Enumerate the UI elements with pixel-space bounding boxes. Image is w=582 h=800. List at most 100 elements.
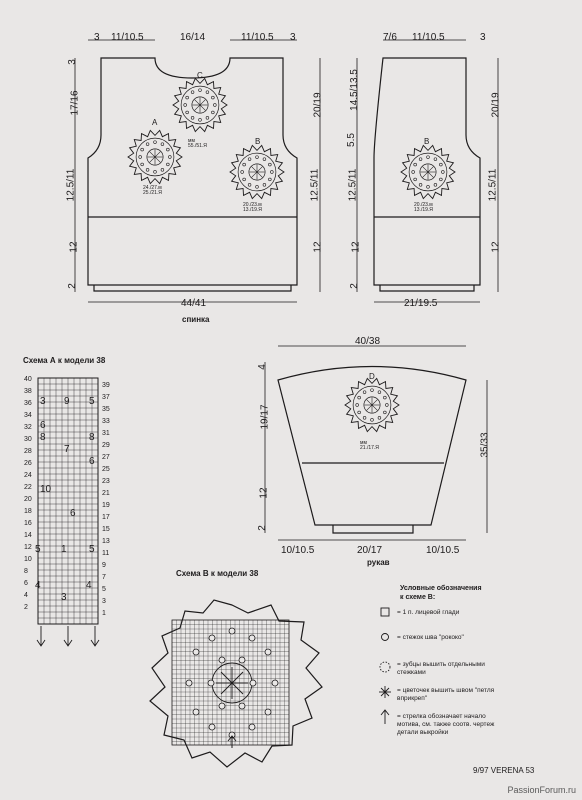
motif-c-back-dot [211,110,215,115]
scheme-a-row-number: 4 [24,592,28,599]
scheme-a-row-number: 8 [24,568,28,575]
motif-d-sleeve-dot [383,395,387,400]
legend-title: Условные обозначения к схеме В: [400,585,482,601]
motif-a-back-dot [145,168,150,172]
sleeve-motif-count: мм 21./17.Я [360,440,379,451]
legend-item-3: = зубцы вышить отдельными стежками [397,661,485,676]
scheme-b-rococo-stitch [208,723,216,731]
scheme-b-rococo-stitch [249,679,257,687]
motif-c-back [172,77,228,133]
scheme-a-mark-9: 10 [40,484,52,495]
motif-b-back-dot [242,177,246,182]
page-number: 9/97 VERENA 53 [473,766,535,775]
scheme-a-row-number: 18 [24,508,32,515]
scheme-b-rococo-stitch [264,708,272,716]
scheme-a-row-number: 25 [102,466,110,473]
scheme-a-row-number: 16 [24,520,32,527]
motif-b-back-outline [229,144,285,200]
motif-a-back-dot [138,155,142,159]
scheme-a-mark-7: 7 [64,444,70,455]
back-top-dim-3: 16/14 [180,32,206,43]
motif-b-front [400,144,456,200]
motif-b-front-ring [408,152,448,192]
front-motif-letter: B [424,137,430,146]
back-side-dim-1: 3 [66,59,78,65]
scheme-a-hlines [38,383,98,619]
scheme-a-row-number: 38 [24,388,32,395]
motif-b-back-dot [268,177,272,182]
scheme-b-rococo-stitch [207,679,215,687]
scheme-a-mark-3: 3 [40,396,46,407]
motif-c-back-dot [190,90,195,94]
motif-c-back-dot [185,95,189,100]
motif-c-back-outline [172,77,228,133]
motif-c-back-dot [198,118,202,122]
motif-b-front-dot [439,162,443,167]
scheme-a-row-number: 2 [24,604,28,611]
sleeve-left-dim-4: 2 [256,525,268,531]
motif-a-back-dot [166,147,170,152]
motif-d-sleeve-dot [370,418,374,422]
sleeve-bottom-dim-2: 20/17 [357,545,383,556]
scheme-b-flower [216,667,248,699]
scheme-a-mark-10: 6 [70,508,76,519]
scheme-a-row-number: 29 [102,442,110,449]
front-left-dim-5: 2 [348,283,360,289]
motif-a-back-dot [145,142,150,146]
legend-item-4: = цветочек вышить швом "петля вприкреп" [397,687,495,702]
motif-d-sleeve [344,377,400,433]
scheme-a-mark-14: 4 [35,580,41,591]
scheme-a-row-number: 20 [24,496,32,503]
back-motif-c-count: мм 55./51.Я [188,138,207,149]
scheme-a-row-number: 7 [102,574,106,581]
front-outline [373,57,481,286]
motif-d-sleeve-center [363,396,381,414]
scheme-a-row-number: 40 [24,376,32,383]
motif-a-back-dot [140,147,144,152]
back-right-dim-2: 12.5/11 [309,168,321,202]
motif-c-back-center [191,96,209,114]
motif-b-front-dot [441,170,445,174]
motif-c-back-dot [183,103,187,107]
scheme-a-row-number: 5 [102,586,106,593]
motif-b-back-dot [255,155,259,159]
scheme-a-row-number: 36 [24,400,32,407]
scheme-a-row-number: 13 [102,538,110,545]
motif-d-sleeve-dot [357,410,361,415]
motif-b-back-dot [240,170,244,174]
scheme-a-mark-1: 9 [64,396,70,407]
motif-d-sleeve-dot [362,416,367,420]
scheme-a-mark-2: 5 [89,396,95,407]
scheme-b-rococo-stitch [218,702,226,710]
motif-b-front-outline [400,144,456,200]
motif-d-sleeve-dot [385,403,389,407]
sleeve-motif-letter: D [369,372,375,381]
scheme-a-row-number: 17 [102,514,110,521]
legend-arrow-icon [380,709,390,724]
scheme-a-mark-4: 6 [40,420,46,431]
motif-a-back-center [146,148,164,166]
motif-b-back-flower [251,166,263,178]
motif-b-back-dot [247,183,252,187]
motif-c-back-dot [213,103,217,107]
scheme-a-row-number: 37 [102,394,110,401]
motif-b-front-dot [418,183,423,187]
scheme-a-row-number: 30 [24,436,32,443]
motif-d-sleeve-dot [355,403,359,407]
motif-b-back-dot [270,170,274,174]
sleeve-left-dim-3: 12 [258,487,270,499]
scheme-a-mark-5: 8 [40,432,46,443]
scheme-a-title: Схема А к модели 38 [23,356,106,365]
sleeve-band [332,525,414,534]
motif-c-back-dot [211,95,215,100]
motif-b-back-dot [268,162,272,167]
scheme-a-row-number: 12 [24,544,32,551]
legend-item-2: = стежок шва "рококо" [397,634,464,641]
back-right-dim-1: 20/19 [312,92,324,118]
scheme-a-row-number: 10 [24,556,32,563]
scheme-a-mark-12: 1 [61,544,67,555]
legend-flower-icon [379,686,391,698]
scheme-a-mark-11: 5 [35,544,41,555]
motif-c-back-dot [205,90,210,94]
scheme-a-row-number: 6 [24,580,28,587]
